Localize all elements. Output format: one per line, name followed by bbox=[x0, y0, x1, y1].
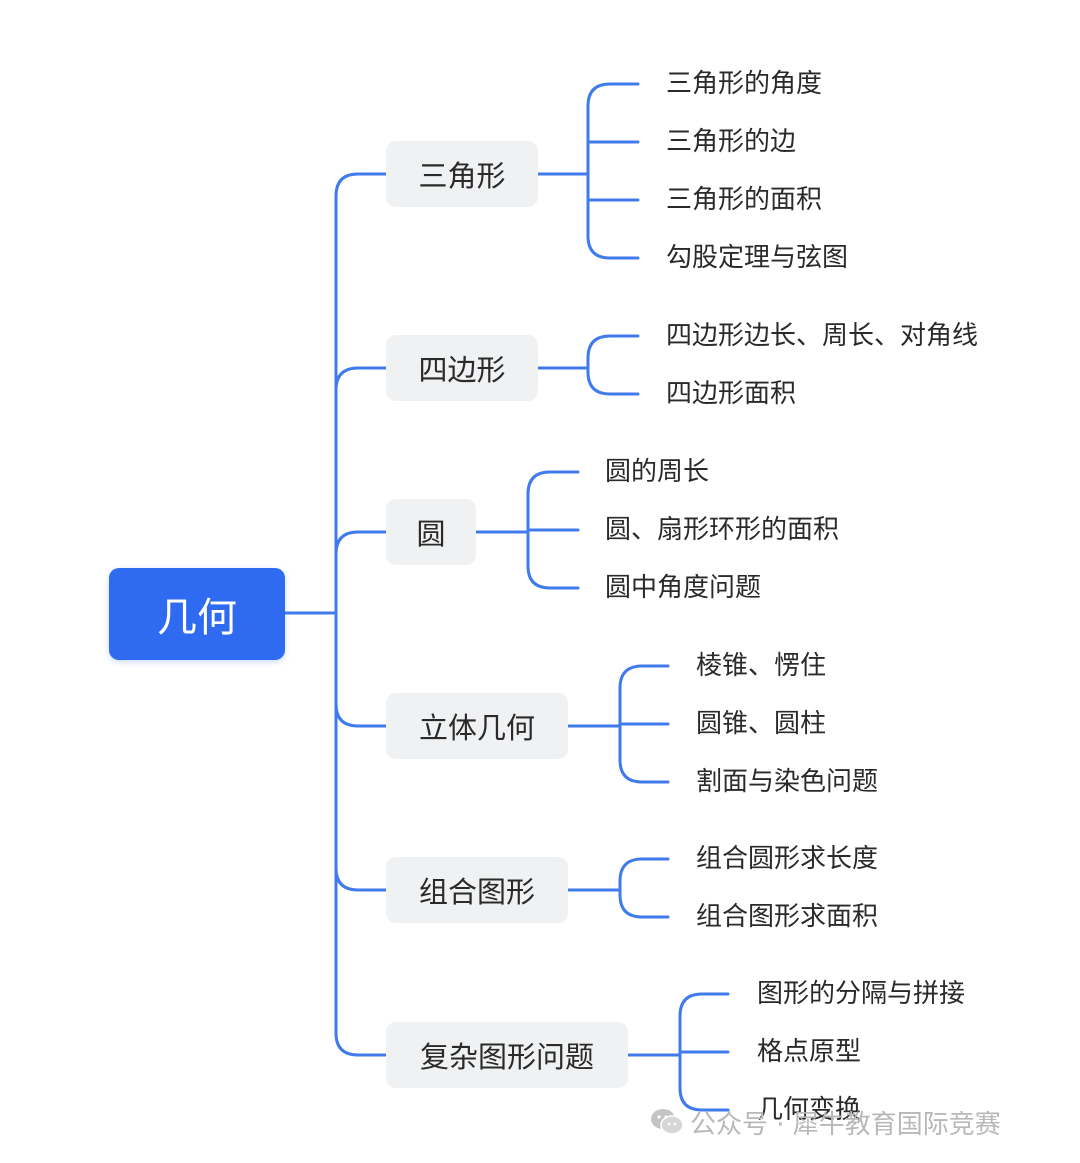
leaf-connector bbox=[526, 470, 580, 496]
leaf-item[interactable]: 三角形的角度 bbox=[666, 69, 823, 99]
leaf-connector bbox=[586, 82, 640, 108]
leaf-item[interactable]: 圆的周长 bbox=[605, 457, 710, 487]
branch-label: 四边形 bbox=[418, 353, 506, 387]
branch-label: 立体几何 bbox=[418, 711, 535, 745]
leaf-item[interactable]: 棱锥、愣住 bbox=[696, 651, 827, 681]
branch-connector bbox=[334, 702, 388, 728]
branch-label: 圆 bbox=[416, 517, 446, 551]
leaf-item[interactable]: 几何变换 bbox=[757, 1095, 862, 1125]
leaf-connector bbox=[618, 893, 670, 919]
leaf-item[interactable]: 割面与染色问题 bbox=[696, 767, 879, 797]
branch-connector bbox=[334, 1031, 388, 1057]
leaf-item[interactable]: 图形的分隔与拼接 bbox=[757, 979, 966, 1009]
leaf-item[interactable]: 圆、扇形环形的面积 bbox=[605, 515, 840, 545]
root-node[interactable]: 几何 bbox=[109, 568, 285, 660]
branch-composite-figures[interactable]: 组合图形 bbox=[386, 857, 568, 923]
leaf-item[interactable]: 四边形边长、周长、对角线 bbox=[666, 321, 979, 351]
branch-label: 三角形 bbox=[418, 159, 506, 193]
leaf-item[interactable]: 格点原型 bbox=[757, 1037, 862, 1067]
leaf-item[interactable]: 圆中角度问题 bbox=[605, 573, 762, 603]
leaf-connector bbox=[586, 370, 640, 396]
branch-connector bbox=[334, 530, 388, 556]
branch-label: 复杂图形问题 bbox=[419, 1040, 594, 1074]
branch-solid-geometry[interactable]: 立体几何 bbox=[386, 693, 568, 759]
branch-complex-figures[interactable]: 复杂图形问题 bbox=[386, 1022, 628, 1088]
leaf-connector bbox=[618, 857, 670, 883]
leaf-connector bbox=[586, 234, 640, 260]
watermark-text: 公众号 · 犀牛教育国际竞赛 bbox=[690, 1109, 1001, 1140]
leaf-item[interactable]: 勾股定理与弦图 bbox=[666, 243, 849, 273]
wechat-icon bbox=[651, 1109, 684, 1135]
branch-label: 组合图形 bbox=[418, 875, 535, 909]
root-label: 几何 bbox=[157, 595, 237, 641]
leaf-connector bbox=[526, 564, 580, 590]
branch-connector bbox=[334, 366, 388, 392]
branch-connector bbox=[334, 172, 388, 198]
leaf-connector bbox=[678, 1086, 730, 1112]
leaf-connector bbox=[618, 758, 670, 784]
leaf-item[interactable]: 四边形面积 bbox=[666, 379, 797, 409]
leaf-connector bbox=[586, 334, 640, 360]
leaf-item[interactable]: 组合图形求面积 bbox=[696, 902, 879, 932]
leaf-item[interactable]: 三角形的面积 bbox=[666, 185, 823, 215]
branch-quadrilateral[interactable]: 四边形 bbox=[386, 335, 538, 401]
leaf-item[interactable]: 组合圆形求长度 bbox=[696, 844, 879, 874]
branch-circle[interactable]: 圆 bbox=[386, 499, 476, 565]
leaf-connector bbox=[678, 992, 730, 1018]
leaf-item[interactable]: 三角形的边 bbox=[666, 127, 797, 157]
branch-triangle[interactable]: 三角形 bbox=[386, 141, 538, 207]
branch-connector bbox=[334, 866, 388, 892]
watermark: 公众号 · 犀牛教育国际竞赛 bbox=[650, 1100, 1001, 1144]
leaf-connector bbox=[618, 664, 670, 690]
leaf-item[interactable]: 圆锥、圆柱 bbox=[696, 709, 827, 739]
